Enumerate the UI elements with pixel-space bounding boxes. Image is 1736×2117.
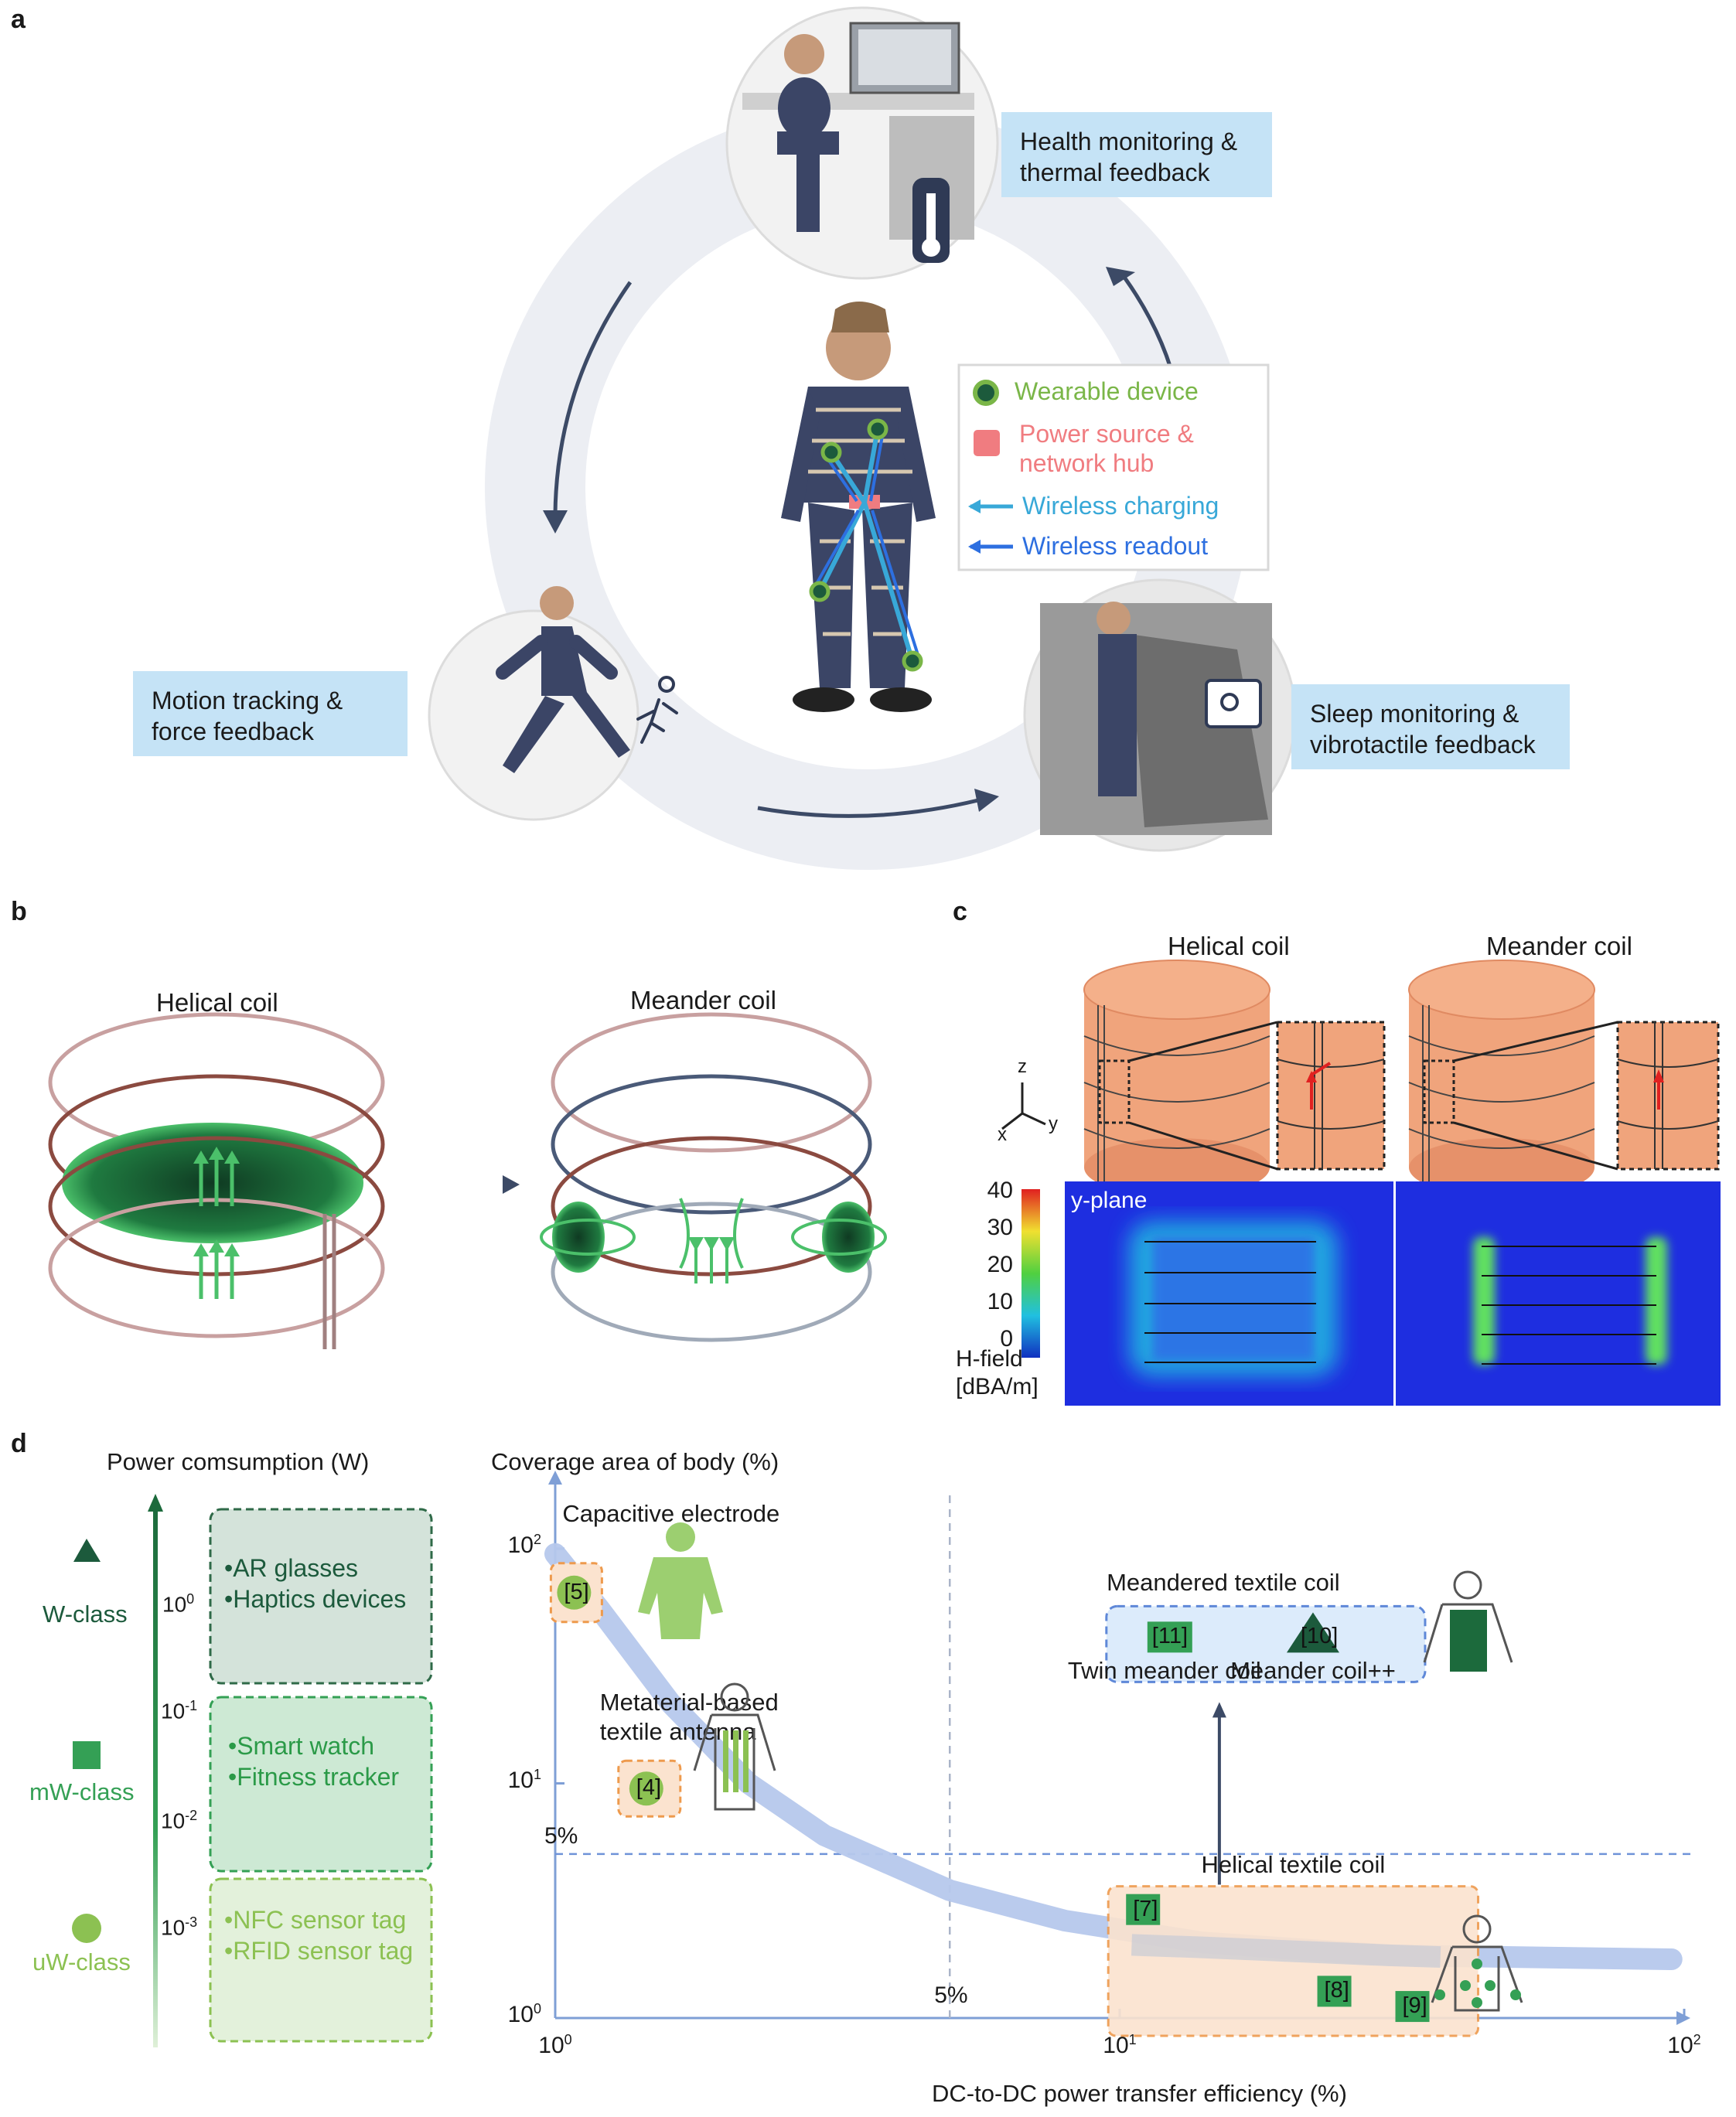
sleep-monitoring-label: Sleep monitoring & vibrotactile feedback	[1291, 684, 1570, 769]
uw-class-item: •NFC sensor tag	[224, 1906, 407, 1934]
health-monitoring-label: Health monitoring & thermal feedback	[1001, 112, 1272, 197]
mw-class-item: •Fitness tracker	[228, 1763, 400, 1791]
power-hub-icon	[974, 430, 1000, 456]
data-point-square	[1126, 1894, 1161, 1925]
chart-xlabel: DC-to-DC power transfer efficiency (%)	[932, 2080, 1347, 2107]
panel-a-label: a	[11, 5, 26, 34]
data-point-triangle	[1286, 1612, 1339, 1653]
data-point-square	[1317, 1976, 1352, 2007]
panel-b-label: b	[11, 897, 27, 926]
ref-label-y: 5%	[544, 1822, 578, 1849]
motion-tracking-label: Motion tracking & force feedback	[133, 671, 408, 756]
chart-ylabel: Coverage area of body (%)	[491, 1448, 779, 1475]
mw-class-item: •Smart watch	[228, 1732, 375, 1760]
y-tick-label: 101	[507, 1766, 541, 1793]
colorbar-label: H-field [dBA/m]	[956, 1346, 1039, 1399]
panel-c-label: c	[953, 897, 967, 926]
meander-coil-title-b: Meander coil	[630, 986, 776, 1014]
group-label-helical: Helical textile coil	[1201, 1850, 1386, 1878]
panel-d-label: d	[11, 1429, 27, 1458]
colorbar-tick: 0	[1000, 1326, 1013, 1352]
power-tick-1e-1: 10-1	[161, 1698, 198, 1723]
mw-class-square-icon	[73, 1741, 101, 1769]
x-tick-label: 101	[1103, 2032, 1137, 2058]
data-point-circle	[557, 1575, 592, 1610]
colorbar-tick: 10	[987, 1289, 1013, 1314]
power-tick-1e-3: 10-3	[161, 1914, 198, 1940]
hfield-maps	[1021, 1181, 1721, 1406]
axis-z-label: z	[1018, 1056, 1027, 1077]
mw-class-label: mW-class	[29, 1778, 135, 1805]
trend-band-overlay	[1131, 1934, 1441, 1969]
w-class-item: •Haptics devices	[224, 1585, 407, 1613]
w-class-label: W-class	[43, 1601, 128, 1628]
group-label-meandered: Meandered textile coil	[1107, 1569, 1340, 1597]
group-label-metamaterial: Metaterial-based textile antenna	[599, 1689, 779, 1746]
wearable-device-icon	[973, 380, 999, 406]
legend-power: Power source & network hub	[1019, 420, 1194, 477]
data-point-label: Meander coil++	[1230, 1657, 1396, 1685]
efficiency-chart	[544, 1471, 1692, 2037]
data-point-square	[1395, 1991, 1430, 2023]
uw-class-label: uW-class	[32, 1948, 131, 1976]
data-point-ref: [8]	[1324, 1978, 1349, 2003]
legend-readout: Wireless readout	[1022, 532, 1209, 560]
power-tick-1e-2: 10-2	[161, 1808, 198, 1833]
meander-coil-title-c: Meander coil	[1486, 932, 1632, 960]
helical-coil-title-c: Helical coil	[1168, 932, 1290, 960]
axis-x-label: x	[998, 1124, 1007, 1145]
power-title: Power comsumption (W)	[107, 1448, 370, 1475]
coil-illustration	[48, 1012, 887, 1349]
data-point-ref: [5]	[564, 1579, 589, 1604]
y-plane-label: y-plane	[1071, 1188, 1148, 1213]
y-axis-arrow	[548, 1471, 562, 1485]
group-label-capacitive: Capacitive electrode	[562, 1499, 780, 1527]
panel-a-graphic	[428, 6, 1297, 870]
axis-y-label: y	[1049, 1113, 1058, 1134]
data-point-ref: [10]	[1300, 1624, 1339, 1649]
data-point-circle	[629, 1771, 663, 1806]
y-tick-label: 102	[507, 1532, 541, 1558]
w-class-item: •AR glasses	[224, 1554, 359, 1582]
data-point-square	[1147, 1621, 1192, 1653]
group-arrow-head	[1212, 1702, 1226, 1718]
data-point-ref: [7]	[1133, 1896, 1158, 1921]
power-tick-1e0: 100	[162, 1591, 195, 1617]
data-point-ref: [9]	[1402, 1993, 1427, 2019]
x-tick-label: 102	[1667, 2032, 1701, 2058]
data-point-ref: [11]	[1151, 1624, 1189, 1649]
uw-class-item: •RFID sensor tag	[224, 1937, 414, 1965]
uw-class-circle-icon	[72, 1914, 101, 1943]
x-tick-label: 100	[538, 2032, 572, 2058]
colorbar-tick: 40	[987, 1178, 1013, 1203]
power-axis	[72, 1494, 433, 2047]
colorbar-tick: 30	[987, 1215, 1013, 1240]
w-class-triangle-icon	[73, 1539, 101, 1562]
legend-wearable: Wearable device	[1015, 377, 1199, 405]
colorbar-tick: 20	[987, 1252, 1013, 1277]
data-point-ref: [4]	[636, 1775, 662, 1801]
helical-coil-title-b: Helical coil	[156, 988, 278, 1017]
data-point-label: Twin meander coil	[1067, 1657, 1261, 1685]
colorbar-ticks: 40 30 20 10 0	[976, 1178, 1013, 1363]
ref-label-x: 5%	[934, 1982, 968, 2008]
legend-charging: Wireless charging	[1022, 492, 1219, 520]
cylinder-models	[1001, 960, 1720, 1197]
y-tick-label: 100	[507, 2001, 541, 2027]
